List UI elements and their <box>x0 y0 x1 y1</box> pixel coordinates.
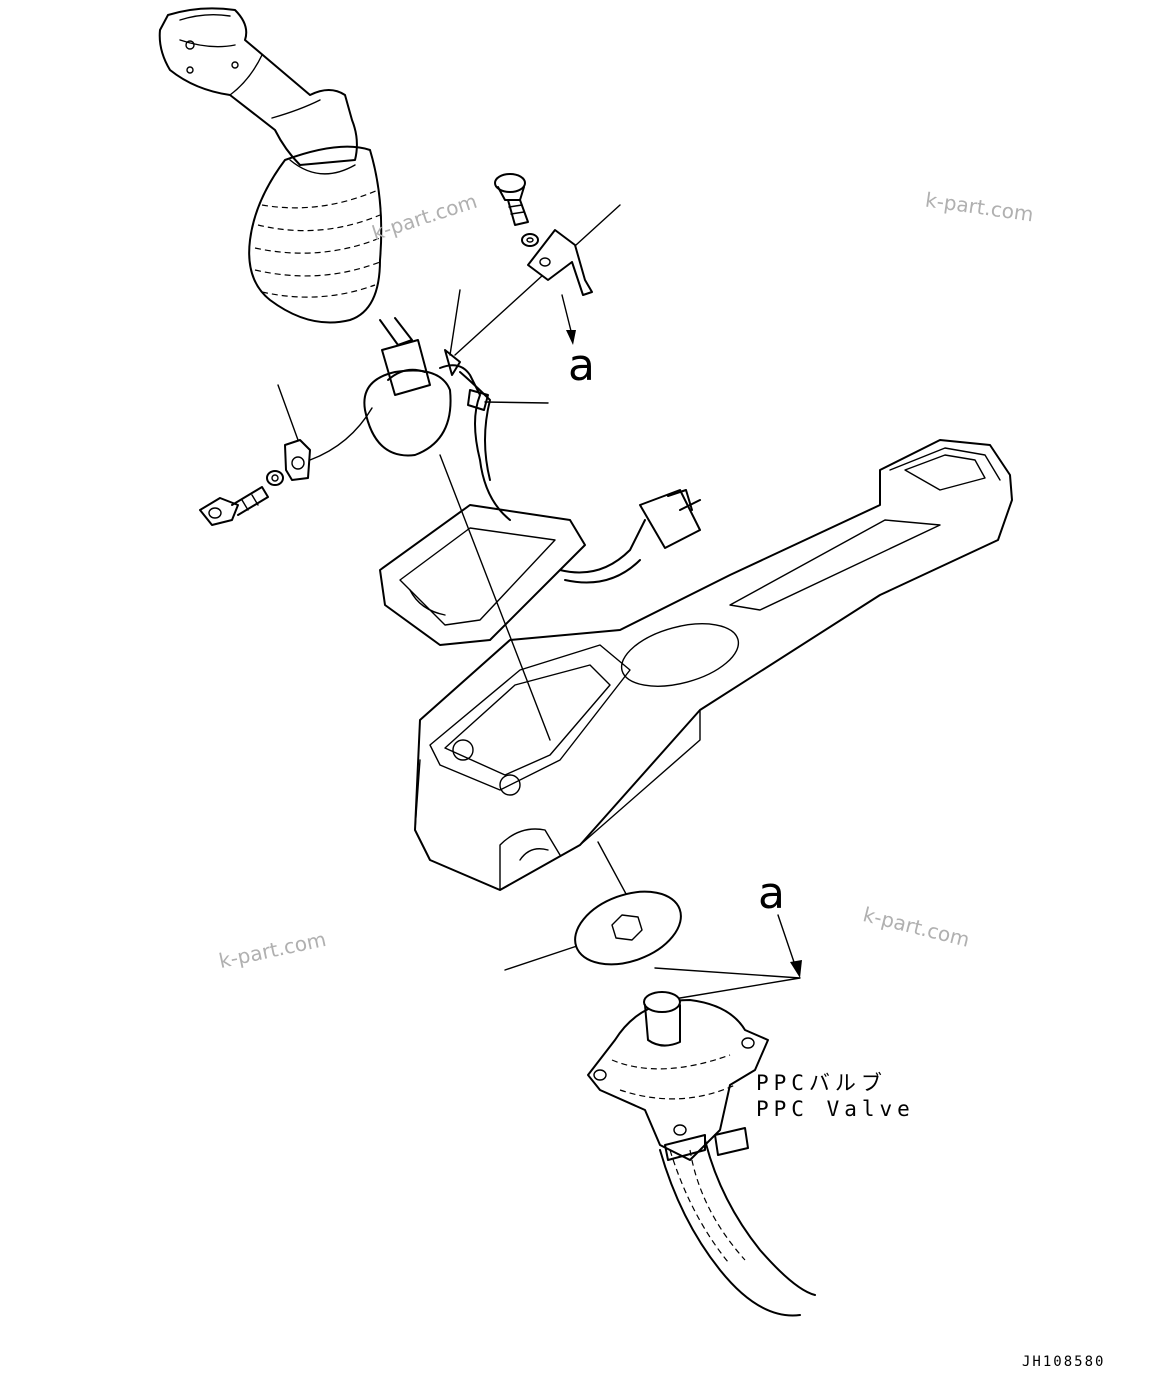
top-bolt-assembly <box>494 173 593 296</box>
lever-bezel <box>379 504 586 646</box>
ppc-valve-label-english: PPC Valve <box>756 1097 915 1121</box>
leader-lines <box>277 204 633 971</box>
lever-shaft <box>379 317 431 396</box>
ppc-valve-label-japanese: PPCバルブ <box>756 1071 887 1095</box>
lever-boot <box>248 145 383 324</box>
ppc-valve <box>587 991 816 1317</box>
cover-plate <box>574 890 682 966</box>
view-arrows <box>561 294 802 1001</box>
ppc-valve-label: PPCバルブ PPC Valve <box>756 1070 915 1122</box>
left-bolt-assembly <box>199 439 311 526</box>
wiring-harness <box>363 349 701 584</box>
view-a-callout-top: a <box>568 340 595 391</box>
console-housing <box>414 439 1013 891</box>
view-a-callout-bottom: a <box>758 868 785 919</box>
drawing-code: JH108580 <box>1022 1354 1106 1370</box>
lever-grip <box>158 7 358 166</box>
